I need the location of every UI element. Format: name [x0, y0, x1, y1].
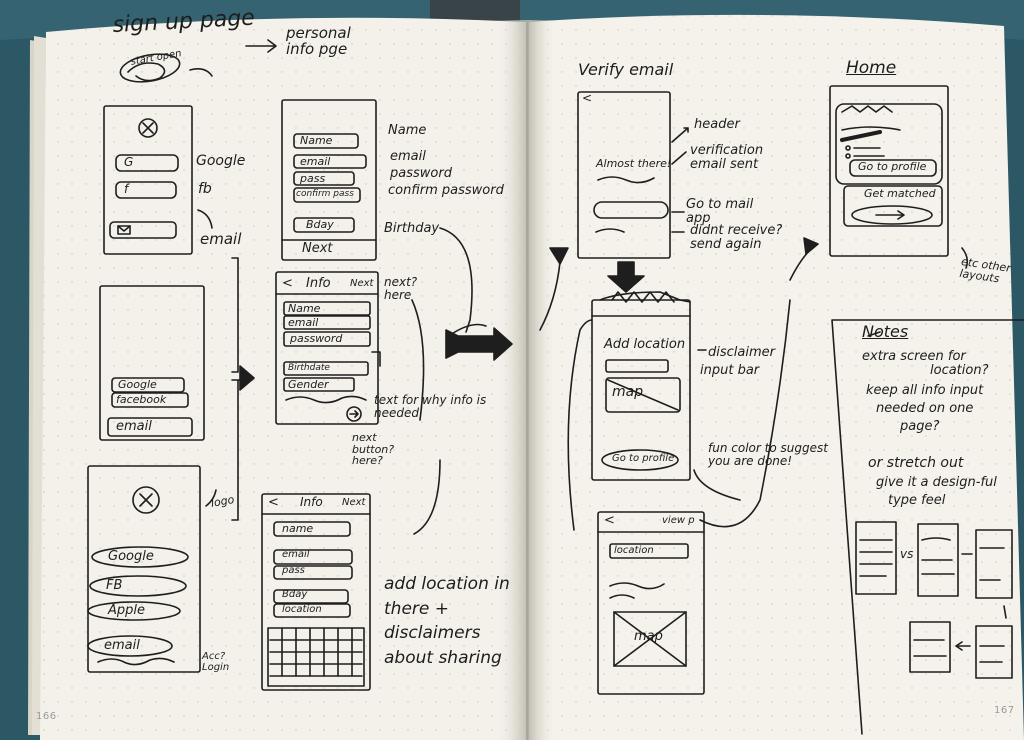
s1-btn-f: f — [124, 182, 129, 196]
loc2-back: < — [604, 513, 615, 528]
page-number-right: 167 — [994, 705, 1015, 716]
verify-annot-resend: didnt receive? send again — [690, 223, 783, 252]
s3-btn-fb: FB — [106, 578, 123, 593]
f3-field-email: email — [282, 549, 310, 560]
s3-btn-apple: Apple — [108, 603, 146, 618]
s1-annot-google: Google — [196, 153, 246, 169]
f3-title: Info — [300, 495, 323, 509]
signup-screen-3 — [87, 465, 201, 673]
f3-annot-location: add location in there + disclaimers abou… — [384, 574, 510, 668]
f2-field-password: password — [290, 332, 343, 345]
page-number-left: 166 — [36, 711, 57, 722]
notes-vs: vs — [900, 547, 914, 561]
home-screen — [829, 85, 949, 257]
verify-annot-mail: Go to mail app — [686, 197, 754, 226]
notes-title: Notes — [862, 322, 909, 341]
f1-annot-birthday: Birthday — [384, 221, 440, 236]
notes-line-6: or stretch out — [868, 455, 964, 471]
s3-annot-login: Acc? Login — [202, 651, 230, 673]
home-btn-matched: Get matched — [864, 187, 936, 200]
f2-back: < — [282, 276, 293, 291]
f2-annot-button: next button? here? — [352, 431, 395, 468]
location-title: Add location — [604, 337, 686, 352]
s1-btn-g: G — [124, 155, 134, 169]
f3-field-bday: Bday — [282, 589, 308, 600]
location-button: Go to profile — [612, 453, 675, 464]
f1-annot-confirm: confirm password — [388, 183, 504, 198]
s3-btn-google: Google — [108, 549, 154, 564]
f2-annot-text: text for why info is needed — [374, 393, 487, 420]
loc2-next: view p — [662, 515, 695, 526]
notes-line-7: give it a design-ful — [876, 475, 997, 490]
location-map: map — [612, 384, 644, 400]
title-personal-info: personal info pge — [286, 24, 351, 58]
notes-line-2: location? — [930, 363, 989, 378]
verify-title: Verify email — [578, 60, 674, 79]
home-btn-profile: Go to profile — [858, 160, 927, 173]
f3-field-location: location — [282, 604, 322, 615]
add-location-screen — [591, 299, 691, 481]
s2-btn-google: Google — [118, 378, 157, 391]
home-title: Home — [846, 58, 897, 78]
s1-annot-email: email — [200, 230, 242, 248]
notes-line-4: needed on one — [876, 401, 974, 416]
verify-email-screen — [577, 91, 671, 259]
location-annot-disclaimer: disclaimer — [708, 345, 775, 360]
f2-title: Info — [306, 276, 331, 291]
notes-line-3: keep all info input — [866, 383, 984, 398]
f2-field-gender: Gender — [288, 378, 329, 391]
f1-field-confirm: confirm pass — [296, 189, 354, 199]
form-screen-2 — [275, 271, 379, 425]
f3-field-name: name — [282, 522, 314, 535]
f2-annot-next: next? here — [384, 275, 418, 302]
loc2-map: map — [634, 629, 663, 644]
f3-back: < — [268, 495, 279, 510]
location-annot-color: fun color to suggest you are done! — [708, 441, 828, 468]
location-annot-input: input bar — [700, 363, 760, 378]
f1-field-email: email — [300, 155, 331, 168]
f1-field-name: Name — [300, 134, 333, 147]
form-screen-3 — [261, 493, 371, 691]
f1-annot-name: Name — [388, 123, 427, 138]
f1-annot-password: password — [390, 166, 452, 181]
f2-field-birthdate: Birthdate — [288, 363, 330, 373]
verify-annot-sent: verification email sent — [690, 143, 764, 172]
verify-back: < — [582, 91, 593, 105]
verify-annot-header: header — [694, 117, 740, 132]
form-screen-1 — [281, 99, 377, 261]
f1-field-pass: pass — [300, 172, 326, 185]
verify-screen-text: Almost there! — [596, 157, 672, 170]
f3-field-pass: pass — [282, 565, 305, 576]
signup-screen-1 — [103, 105, 193, 255]
f3-next: Next — [342, 497, 366, 508]
s2-btn-facebook: facebook — [116, 393, 167, 406]
notes-line-5: page? — [900, 419, 940, 434]
s3-btn-email: email — [104, 638, 140, 653]
f1-annot-email: email — [390, 149, 426, 164]
f2-next: Next — [350, 278, 374, 289]
notes-line-1: extra screen for — [862, 349, 966, 364]
location-screen-2 — [597, 511, 705, 695]
notes-line-8: type feel — [888, 493, 946, 508]
s1-annot-fb: fb — [198, 181, 212, 197]
loc2-input: location — [614, 545, 654, 556]
f2-field-email: email — [288, 316, 319, 329]
f2-field-name: Name — [288, 302, 321, 315]
signup-screen-2 — [99, 285, 205, 441]
f1-next: Next — [302, 241, 333, 256]
s2-btn-email: email — [116, 419, 152, 434]
f1-field-bday: Bday — [306, 218, 334, 231]
